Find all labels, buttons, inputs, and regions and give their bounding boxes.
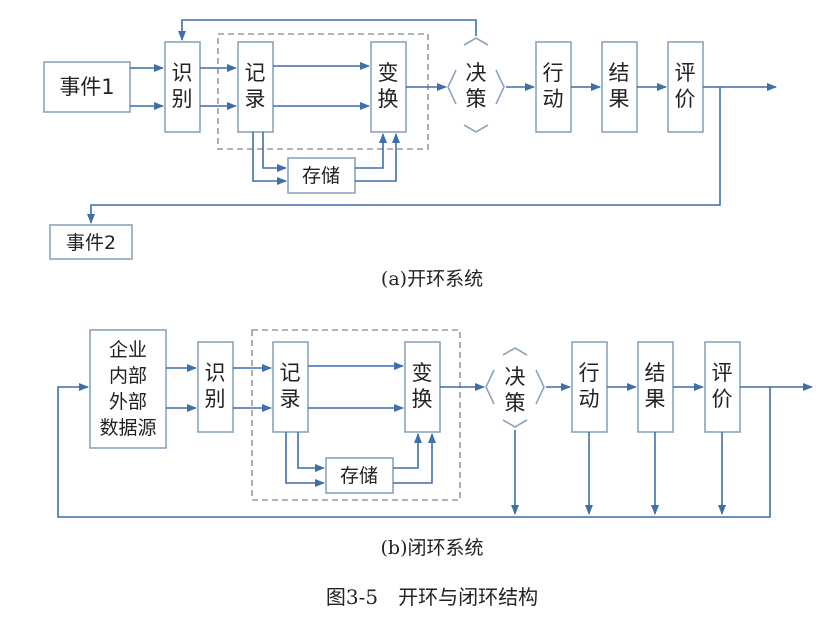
open-identify-label-1: 识 (172, 61, 193, 85)
open-event1-node: 事件1 (43, 61, 131, 113)
open-identify-node: 识 别 (164, 41, 201, 133)
closed-source-label-2: 内部 (109, 365, 147, 387)
open-record-label-1: 记 (245, 61, 266, 85)
closed-system-caption: (b)闭环系统 (381, 537, 484, 559)
open-event2-label: 事件2 (66, 232, 116, 254)
closed-decide-node: 决 策 (485, 347, 545, 428)
closed-system: 企业 内部 外部 数据源 识 别 记 录 变 换 存储 (57, 329, 813, 518)
open-result-label-2: 果 (609, 87, 630, 111)
closed-transform-node: 变 换 (404, 341, 441, 433)
open-storage-label: 存储 (302, 165, 340, 187)
open-evaluate-label-1: 评 (675, 61, 696, 85)
closed-evaluate-node: 评 价 (704, 341, 741, 433)
closed-decide-label-1: 决 (505, 365, 526, 389)
closed-result-label-1: 结 (645, 361, 666, 385)
closed-result-label-2: 果 (645, 387, 666, 411)
open-result-label-1: 结 (609, 61, 630, 85)
open-event1-label: 事件1 (59, 75, 114, 99)
open-record-node: 记 录 (237, 41, 274, 133)
open-system-caption: (a)开环系统 (381, 268, 483, 290)
open-action-label-1: 行 (543, 61, 564, 85)
closed-evaluate-label-1: 评 (712, 361, 733, 385)
closed-storage-node: 存储 (325, 457, 394, 494)
closed-record-node: 记 录 (272, 341, 309, 433)
open-decide-node: 决 策 (447, 37, 505, 133)
open-system: 事件1 识 别 记 录 变 换 存储 决 策 (43, 19, 777, 260)
open-decide-label-2: 策 (466, 87, 487, 111)
closed-processing-boundary (251, 329, 461, 501)
closed-action-node: 行 动 (571, 341, 608, 433)
open-event2-node: 事件2 (49, 224, 133, 260)
open-decide-label-1: 决 (466, 61, 487, 85)
closed-action-label-1: 行 (579, 361, 600, 385)
closed-decide-label-2: 策 (505, 391, 526, 415)
closed-record-label-2: 录 (280, 387, 301, 411)
closed-source-label-1: 企业 (109, 339, 147, 361)
open-identify-label-2: 别 (172, 87, 193, 111)
closed-identify-label-1: 识 (205, 361, 226, 385)
open-transform-label-2: 换 (378, 87, 399, 111)
open-transform-label-1: 变 (378, 61, 399, 85)
open-transform-node: 变 换 (370, 41, 407, 133)
open-result-node: 结 果 (601, 41, 638, 133)
closed-transform-label-2: 换 (412, 387, 433, 411)
open-action-node: 行 动 (535, 41, 572, 133)
closed-identify-node: 识 别 (197, 341, 234, 433)
closed-identify-label-2: 别 (205, 387, 226, 411)
closed-result-node: 结 果 (637, 341, 674, 433)
closed-evaluate-label-2: 价 (712, 387, 733, 411)
closed-source-label-4: 数据源 (99, 417, 156, 439)
open-processing-boundary (217, 33, 429, 150)
open-action-label-2: 动 (543, 87, 564, 111)
figure-caption: 图3-5 开环与闭环结构 (326, 585, 538, 609)
open-record-label-2: 录 (245, 87, 266, 111)
closed-transform-label-1: 变 (412, 361, 433, 385)
open-connectors (87, 19, 777, 224)
closed-action-label-2: 动 (579, 387, 600, 411)
closed-connectors (57, 362, 813, 518)
closed-source-node: 企业 内部 外部 数据源 (89, 329, 167, 449)
closed-source-label-3: 外部 (109, 391, 147, 413)
open-evaluate-node: 评 价 (667, 41, 704, 133)
open-evaluate-label-2: 价 (675, 87, 696, 111)
closed-storage-label: 存储 (340, 465, 378, 487)
open-storage-node: 存储 (287, 157, 356, 194)
closed-record-label-1: 记 (280, 361, 301, 385)
